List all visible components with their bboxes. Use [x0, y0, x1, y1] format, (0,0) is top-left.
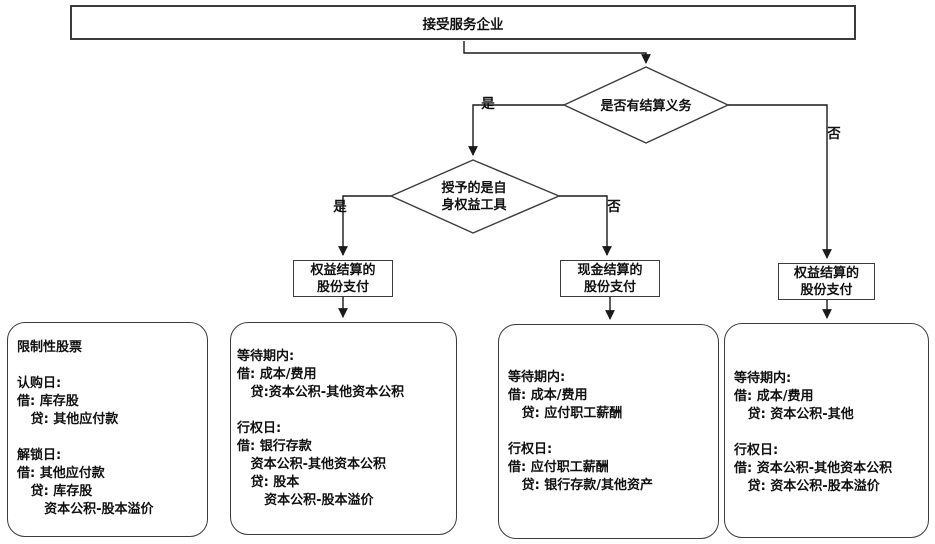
- connector-decision2-no-to-cash: [559, 195, 612, 256]
- note-equity-settled-no-obligation-entries: 等待期内: 借: 成本/费用 贷: 资本公积-其他 行权日: 借: 资本公积-其…: [724, 323, 929, 538]
- process-cash-settled: 现金结算的 股份支付: [560, 260, 660, 297]
- connector-topbox-to-decision1: [463, 41, 651, 64]
- note-restricted-stock: 限制性股票 认购日: 借: 库存股 贷: 其他应付款 解锁日: 借: 其他应付款…: [7, 322, 208, 537]
- top-entity-label: 接受服务企业: [422, 16, 504, 33]
- note-cash-settled-entries: 等待期内: 借: 成本/费用 贷: 应付职工薪酬 行权日: 借: 应付职工薪酬 …: [498, 324, 719, 539]
- decision1-no-label: 否: [827, 126, 841, 142]
- note-equity-settled-entries: 等待期内: 借: 成本/费用 贷:资本公积-其他资本公积 行权日: 借: 银行存…: [230, 322, 457, 535]
- decision-settlement-obligation-shape: [562, 66, 730, 144]
- process-equity-settled-right: 权益结算的 股份支付: [778, 263, 875, 300]
- decision-own-equity-instruments-label: 授予的是自 身权益工具: [441, 181, 507, 213]
- decision2-no-label: 否: [607, 199, 621, 215]
- decision1-yes-label: 是: [481, 96, 495, 112]
- top-entity-box: 接受服务企业: [70, 5, 856, 40]
- connector-decision1-yes-to-decision2: [468, 104, 564, 156]
- decision-own-equity-instruments-shape: [389, 159, 561, 234]
- decision2-yes-label: 是: [333, 199, 347, 215]
- decision-settlement-obligation-label: 是否有结算义务: [600, 99, 692, 114]
- connector-decision1-no-to-equity-right: [728, 104, 832, 259]
- process-equity-settled-left: 权益结算的 股份支付: [293, 260, 393, 297]
- connector-decision2-yes-to-equity-left: [338, 195, 391, 256]
